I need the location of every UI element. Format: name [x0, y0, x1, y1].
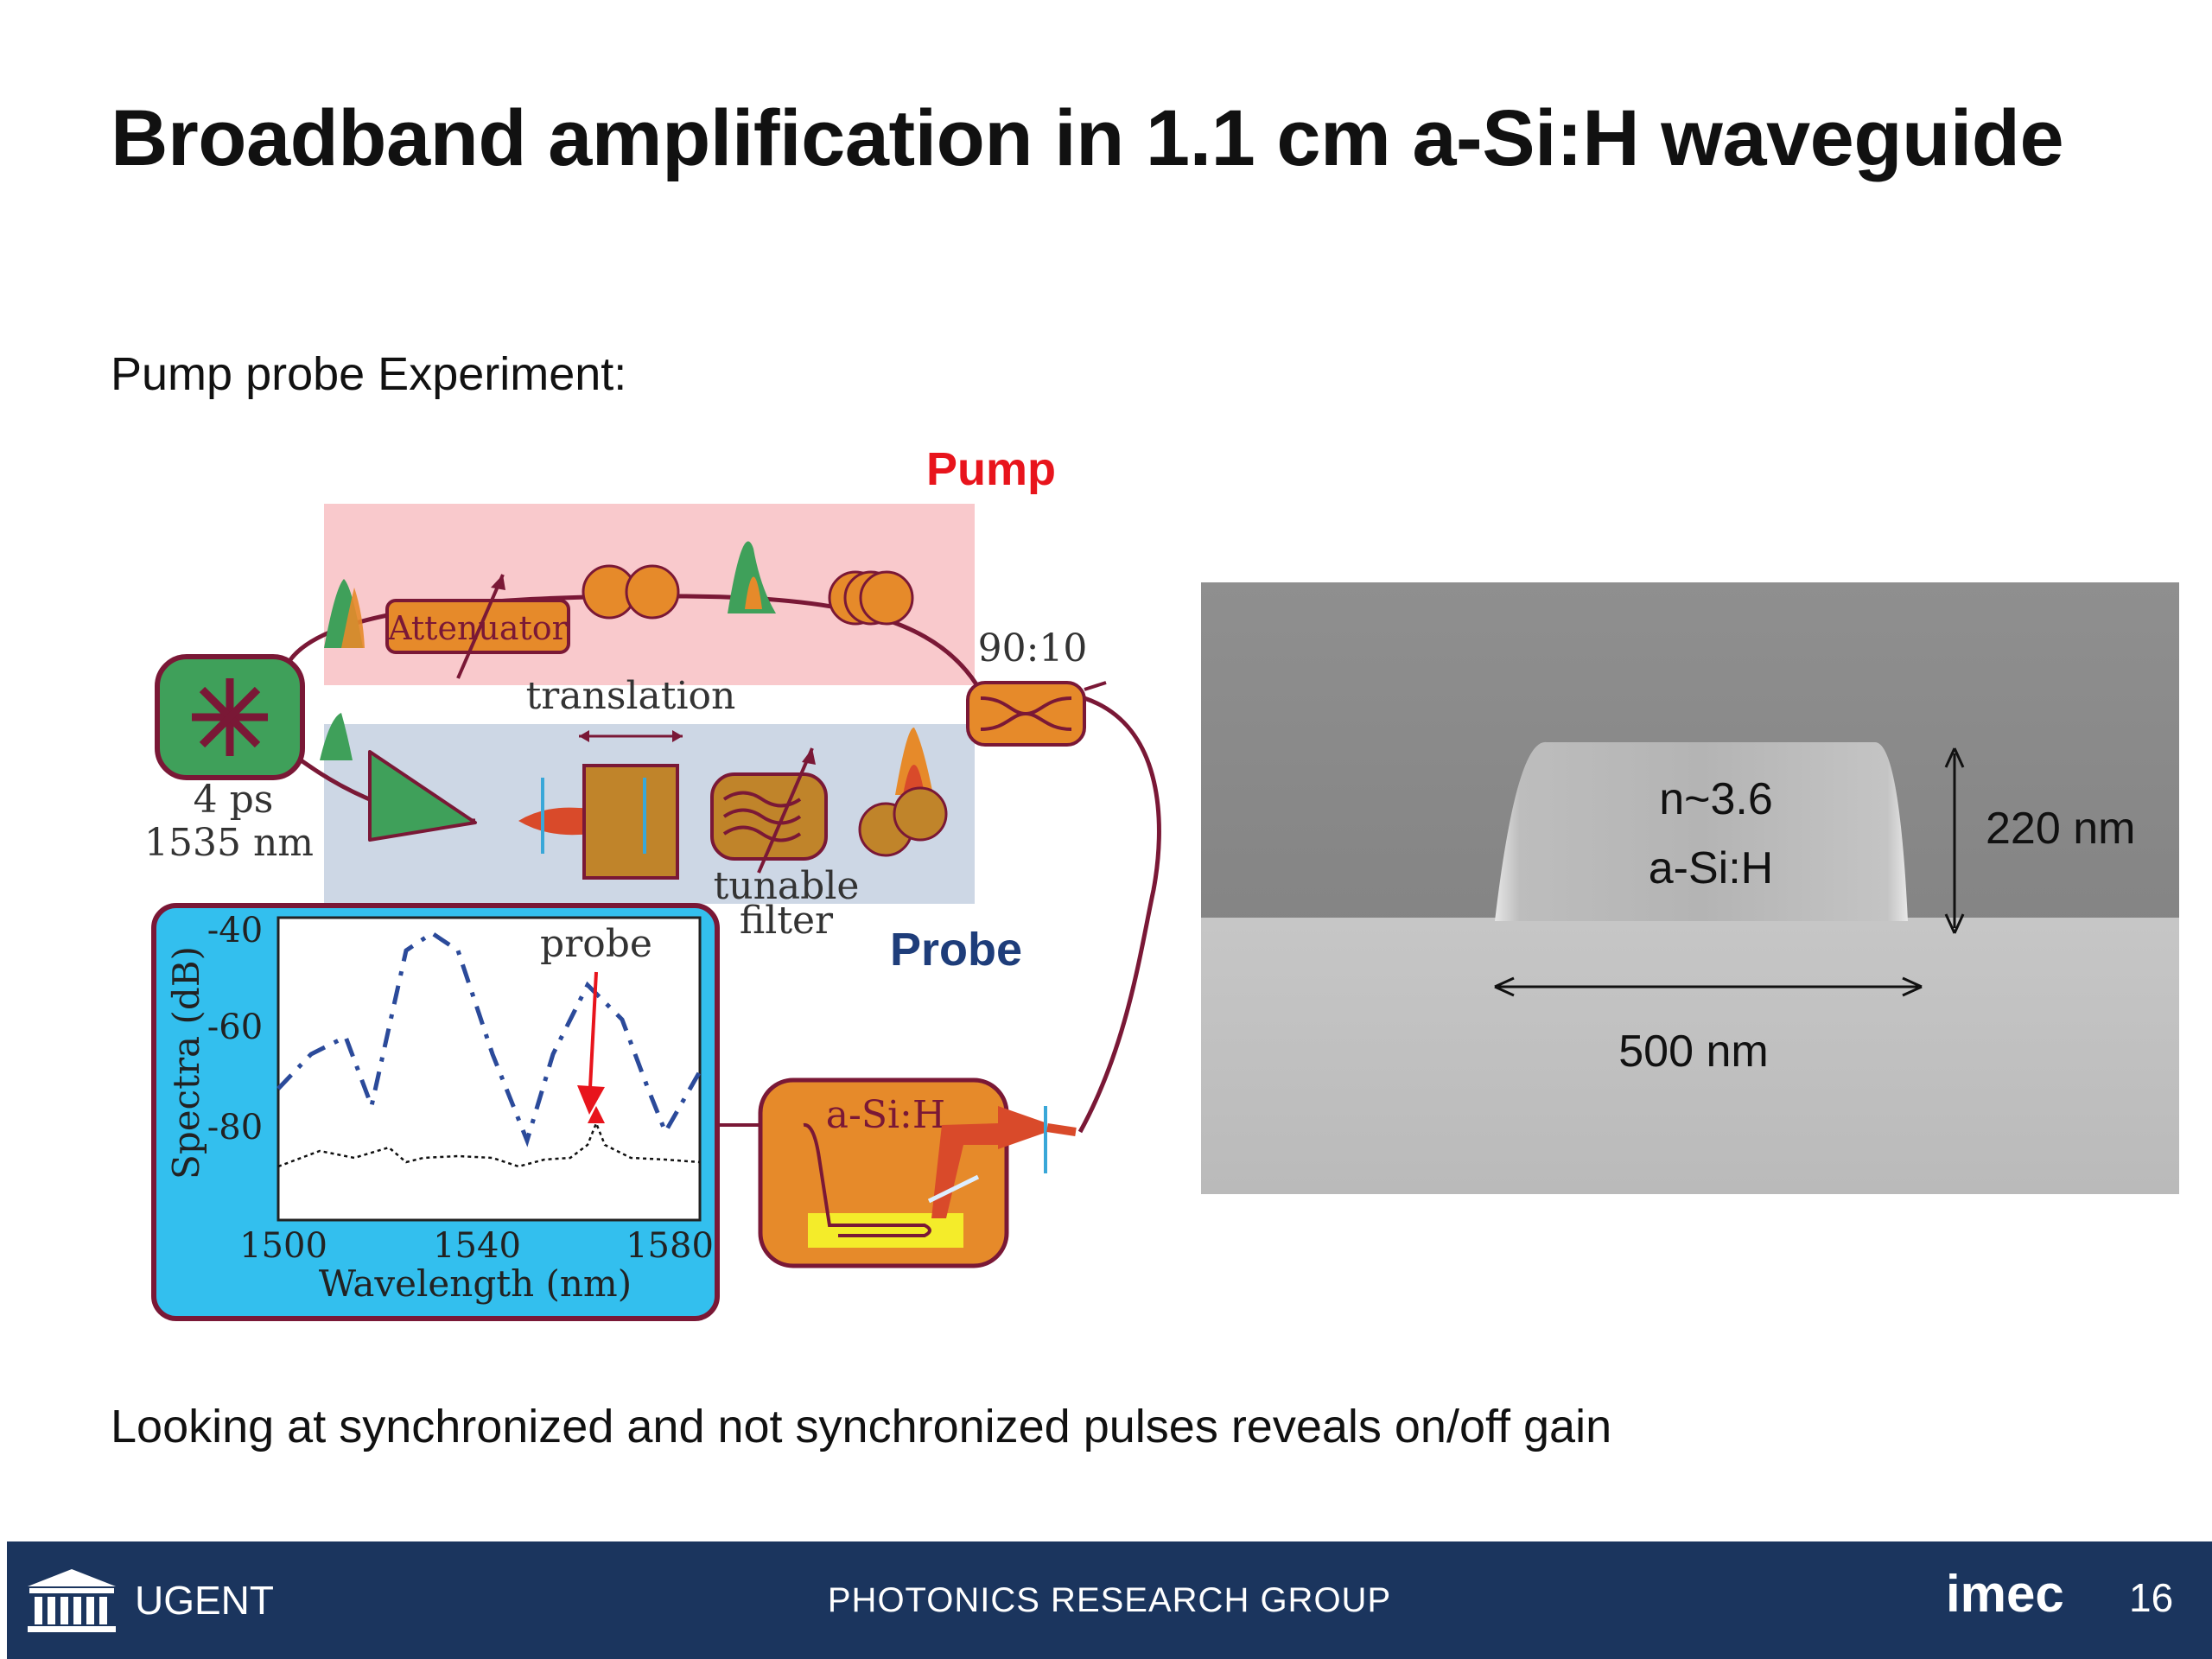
probe-peak-marker [588, 1106, 605, 1123]
research-group-name: PHOTONICS RESEARCH GROUP [827, 1581, 1392, 1619]
pulse-shape [728, 541, 776, 613]
x-tick-label: 1580 [626, 1226, 714, 1266]
plot-y-axis-label: Spectra (dB) [165, 946, 207, 1179]
university-name: UGENT [135, 1578, 274, 1623]
page-number: 16 [2129, 1575, 2174, 1620]
pulse-shape [341, 588, 365, 648]
laser-star-icon [192, 678, 268, 756]
chip-waveguide [803, 1122, 931, 1237]
footer-bar: UGENT PHOTONICS RESEARCH GROUP imec 16 [7, 1541, 2212, 1659]
y-tick-label: -40 [207, 911, 263, 950]
fiber-coil [625, 564, 680, 620]
pump-spectrum-trace [276, 930, 702, 1147]
pulse-shape [745, 576, 762, 609]
tunable-label: tunable [714, 864, 860, 908]
filter-label: filter [740, 899, 834, 943]
sem-material-label: a-Si:H [1649, 843, 1773, 893]
height-label: 220 nm [1986, 804, 2135, 854]
coupling-alignment-icon [927, 1174, 980, 1204]
x-tick-label: 1540 [433, 1226, 521, 1266]
attenuator-box [385, 599, 570, 654]
ugent-logo: UGENT [24, 1567, 274, 1633]
sem-waveguide-ridge [1495, 741, 1908, 921]
arrow-head [579, 730, 683, 742]
pulse-shape [320, 713, 353, 760]
slide-title: Broadband amplification in 1.1 cm a-Si:H… [111, 94, 2064, 182]
fiber-coil [893, 786, 948, 842]
output-fiber [1077, 696, 1161, 1134]
pulse-shape [895, 727, 933, 795]
slide-caption: Looking at synchronized and not synchron… [111, 1401, 1612, 1452]
plot-x-axis-label: Wavelength (nm) [319, 1262, 632, 1305]
waveguide-spiral-area [808, 1213, 963, 1248]
source-pulse-width: 4 ps [194, 778, 274, 822]
tap-fiber [1084, 681, 1107, 691]
probe-pointer-arrow [588, 971, 598, 1105]
coupler-ratio: 90:10 [978, 626, 1088, 671]
beam-tip [1046, 1123, 1077, 1136]
coupler-waveguides [980, 696, 1072, 731]
pump-label: Pump [926, 443, 1057, 495]
arrow-head [491, 575, 505, 590]
attenuator-label: Attenuator [387, 609, 569, 647]
input-beam [998, 1106, 1047, 1149]
pump-probe-setup-diagram: 4 ps 1535 nm Attenuator 90:10 translatio… [147, 504, 1161, 1321]
x-tick-label: 1500 [239, 1226, 327, 1266]
delay-stage [582, 764, 679, 880]
chip-material-label: a-Si:H [826, 1093, 946, 1137]
y-tick-label: -80 [207, 1108, 263, 1147]
y-tick-label: -60 [207, 1007, 263, 1047]
width-label: 500 nm [1618, 1027, 1768, 1077]
tunable-filter-box [710, 772, 828, 861]
sem-waveguide-image: n~3.6 a-Si:H 220 nm 500 nm [1201, 582, 2179, 1194]
source-wavelength: 1535 nm [147, 821, 314, 865]
arrow-head [1944, 747, 1965, 934]
refractive-index-label: n~3.6 [1659, 774, 1773, 824]
fiber-coil [859, 570, 914, 626]
sem-substrate [1201, 918, 2179, 1194]
probe-label: Probe [890, 924, 1023, 976]
attenuator-adjust-arrow [456, 574, 505, 679]
university-building-icon [28, 1569, 116, 1632]
amplifier-triangle [368, 750, 477, 842]
probe-spectrum-trace [277, 1120, 701, 1168]
spectrum-plot-area [276, 916, 702, 1222]
arrow-head [802, 748, 816, 765]
filter-tune-arrow [757, 747, 814, 874]
translation-label: translation [526, 674, 736, 718]
arrow-head [1494, 976, 1923, 997]
arrow-head [577, 1085, 605, 1115]
imec-logo: imec [1946, 1565, 2064, 1623]
coupling-beam [931, 1123, 998, 1218]
plot-probe-label: probe [540, 922, 652, 966]
slide-subtitle: Pump probe Experiment: [111, 348, 627, 400]
